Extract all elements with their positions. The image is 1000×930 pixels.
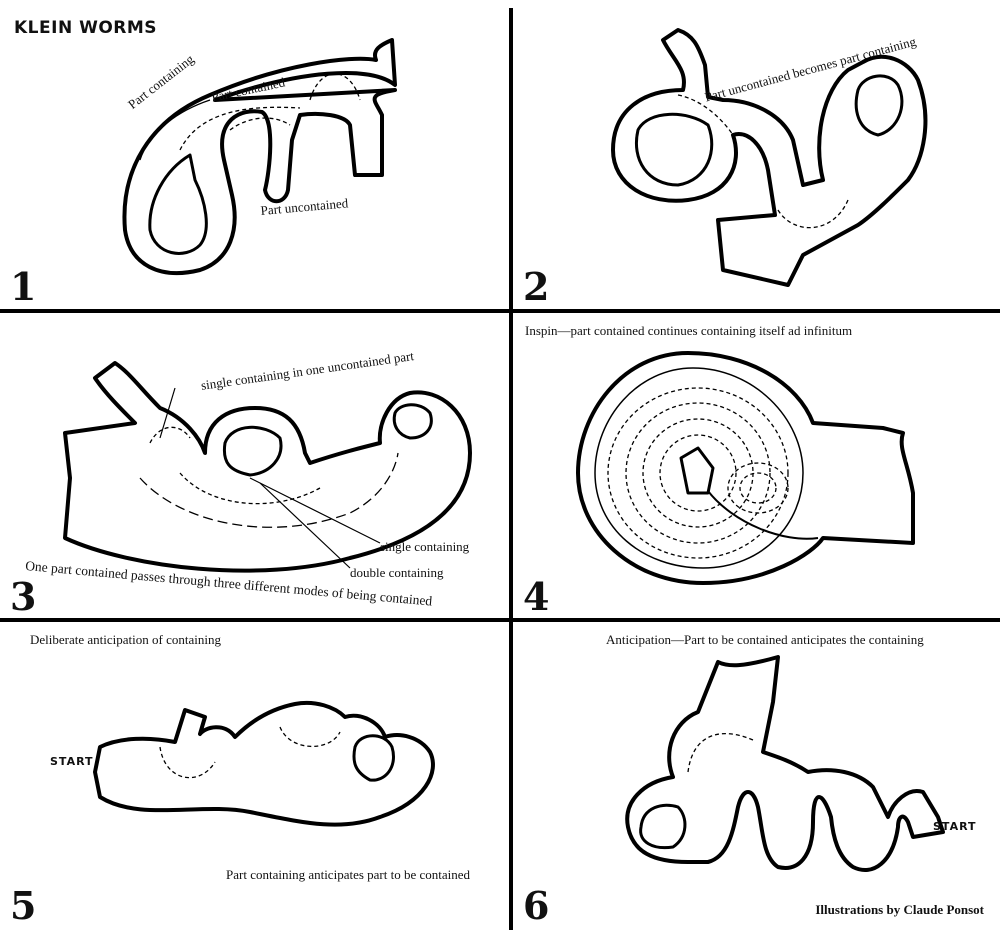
start-label: START <box>50 755 94 768</box>
panel-4: Inspin—part contained continues containi… <box>513 313 1000 618</box>
panel-2-illustration <box>513 0 1000 309</box>
panel-number: 4 <box>523 578 549 616</box>
panel-2: Part uncontained becomes part containing… <box>513 0 1000 309</box>
panel-number: 5 <box>10 887 36 925</box>
start-label: START <box>933 820 977 833</box>
illustration-credit: Illustrations by Claude Ponsot <box>815 902 984 918</box>
panel-6-illustration <box>513 622 1000 930</box>
panel-5-illustration <box>0 622 509 930</box>
panel-4-illustration <box>513 313 1000 618</box>
caption-single-containing: single containing <box>380 539 469 555</box>
panel-1: Part containing Part contained Part unco… <box>0 0 509 309</box>
caption-deliberate-anticipation: Deliberate anticipation of containing <box>30 632 221 648</box>
panel-number: 2 <box>523 268 549 306</box>
caption-anticipates-contained: Part containing anticipates part to be c… <box>226 867 470 883</box>
panel-3: single containing in one uncontained par… <box>0 313 509 618</box>
panel-number: 1 <box>10 268 36 306</box>
caption-inspin: Inspin—part contained continues containi… <box>525 323 852 339</box>
panel-5: Deliberate anticipation of containing ST… <box>0 622 509 930</box>
caption-double-containing: double containing <box>350 565 444 581</box>
panel-1-illustration <box>0 0 509 309</box>
panel-number: 6 <box>523 887 549 925</box>
panel-number: 3 <box>10 578 36 616</box>
caption-anticipation: Anticipation—Part to be contained antici… <box>606 632 924 648</box>
panel-6: Anticipation—Part to be contained antici… <box>513 622 1000 930</box>
